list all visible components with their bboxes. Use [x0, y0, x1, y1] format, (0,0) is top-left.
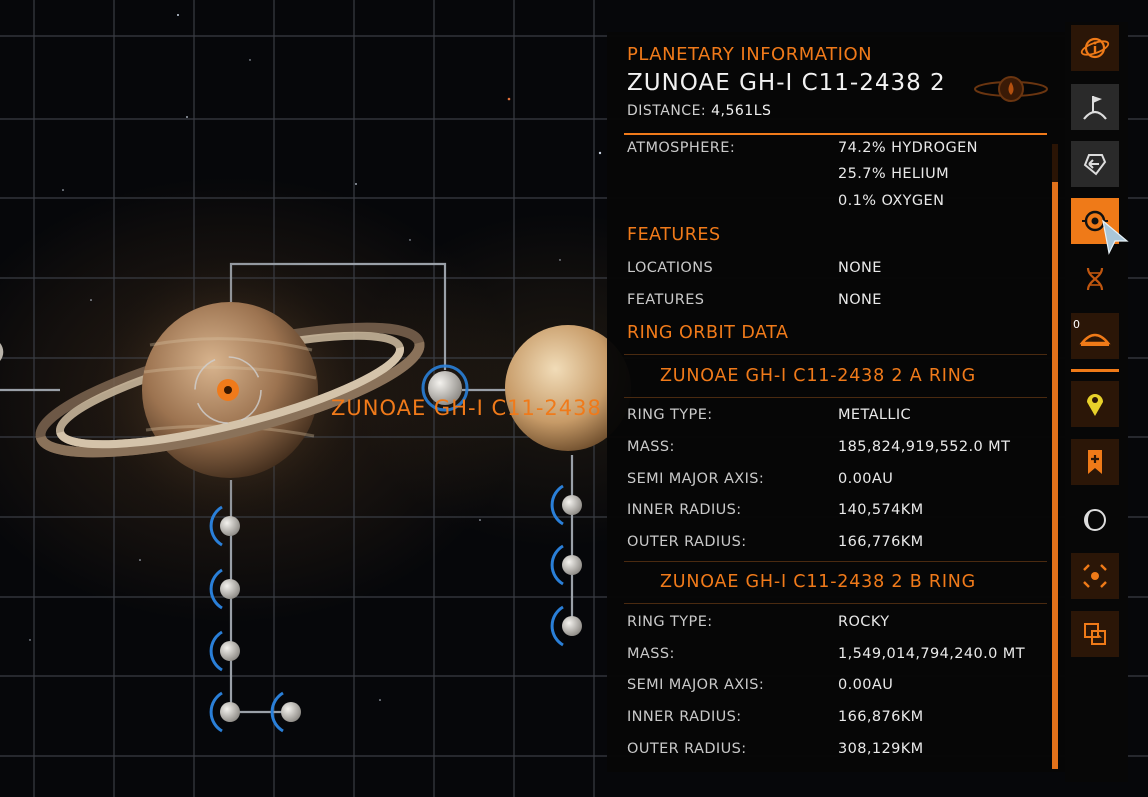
ring-b-title[interactable]: ZUNOAE GH-I C11-2438 2 B RING: [660, 572, 977, 592]
features-section-title: FEATURES: [627, 225, 721, 245]
planetary-info-panel: PLANETARY INFORMATION ZUNOAE GH-I C11-24…: [607, 32, 1065, 772]
section-divider: [624, 354, 1047, 355]
biology-icon: [1086, 267, 1104, 291]
location-marker-button[interactable]: [1071, 381, 1119, 427]
ring-a-inner-value: 140,574KM: [838, 502, 924, 518]
biology-button[interactable]: [1071, 256, 1119, 302]
refuel-icon: [1083, 154, 1107, 176]
selected-body-map-label[interactable]: ZUNOAE GH-I C11-2438: [331, 396, 602, 420]
distance-label: DISTANCE:: [627, 103, 707, 119]
ring-a-divider: [624, 397, 1047, 398]
ring-b-type-value: ROCKY: [838, 614, 890, 630]
location-marker-icon: [1087, 394, 1103, 416]
terrain-button[interactable]: [1071, 313, 1119, 359]
bookmark-button[interactable]: [1071, 439, 1119, 485]
target-orbit-icon: [1082, 210, 1108, 232]
ring-a-mass-value: 185,824,919,552.0 MT: [838, 439, 1011, 455]
info-icon: [1080, 37, 1110, 59]
atmosphere-value-2: 25.7% HELIUM: [838, 166, 950, 182]
bookmark-icon: [1088, 450, 1102, 474]
ring-a-type-label: RING TYPE:: [627, 407, 713, 423]
ring-b-inner-value: 166,876KM: [838, 709, 924, 725]
locations-label: LOCATIONS: [627, 260, 714, 276]
panel-title: PLANETARY INFORMATION: [627, 44, 873, 65]
terrain-mound-icon: [1079, 333, 1111, 346]
distance-row: DISTANCE: 4,561LS: [627, 103, 771, 119]
body-name: ZUNOAE GH-I C11-2438 2: [627, 70, 946, 96]
focus-icon: [1083, 564, 1107, 588]
atmosphere-label: ATMOSPHERE:: [627, 140, 736, 156]
ringed-planet-icon: [974, 76, 1048, 102]
ring-a-type-value: METALLIC: [838, 407, 912, 423]
features-value: NONE: [838, 292, 882, 308]
swap-icon: [1084, 623, 1106, 645]
ring-a-inner-label: INNER RADIUS:: [627, 502, 742, 518]
mouse-cursor-icon: [1102, 219, 1129, 255]
ring-b-type-label: RING TYPE:: [627, 614, 713, 630]
ring-b-sma-value: 0.00AU: [838, 677, 894, 693]
ring-b-mass-value: 1,549,014,794,240.0 MT: [838, 646, 1025, 662]
atmosphere-value-3: 0.1% OXYGEN: [838, 193, 945, 209]
atmosphere-value-1: 74.2% HYDROGEN: [838, 140, 978, 156]
rail-divider: [1071, 369, 1119, 372]
landing-flag-icon: [1083, 96, 1107, 120]
features-label: FEATURES: [627, 292, 705, 308]
ring-a-sma-value: 0.00AU: [838, 471, 894, 487]
scrollbar-thumb[interactable]: [1052, 182, 1058, 769]
locations-value: NONE: [838, 260, 882, 276]
ring-b-divider: [624, 603, 1047, 604]
header-divider: [624, 133, 1047, 135]
ring-b-inner-label: INNER RADIUS:: [627, 709, 742, 725]
focus-button[interactable]: [1071, 553, 1119, 599]
ring-b-outer-value: 308,129KM: [838, 741, 924, 757]
terrain-count-badge: 0: [1073, 318, 1080, 331]
distance-value: 4,561LS: [711, 103, 772, 119]
ring-b-top-divider: [624, 561, 1047, 562]
ring-b-mass-label: MASS:: [627, 646, 675, 662]
ring-b-sma-label: SEMI MAJOR AXIS:: [627, 677, 765, 693]
ring-a-title[interactable]: ZUNOAE GH-I C11-2438 2 A RING: [660, 366, 977, 386]
ring-a-mass-label: MASS:: [627, 439, 675, 455]
moon-phase-button[interactable]: [1071, 497, 1119, 543]
landing-button[interactable]: [1071, 84, 1119, 130]
ring-a-outer-value: 166,776KM: [838, 534, 924, 550]
info-button[interactable]: [1071, 25, 1119, 71]
refuel-button[interactable]: [1071, 141, 1119, 187]
panel-scrollbar[interactable]: [1052, 144, 1058, 769]
ring-orbit-section-title: RING ORBIT DATA: [627, 323, 789, 343]
ring-b-outer-label: OUTER RADIUS:: [627, 741, 747, 757]
moon-phase-icon: [1084, 509, 1106, 531]
ring-a-sma-label: SEMI MAJOR AXIS:: [627, 471, 765, 487]
swap-button[interactable]: [1071, 611, 1119, 657]
ring-a-outer-label: OUTER RADIUS:: [627, 534, 747, 550]
